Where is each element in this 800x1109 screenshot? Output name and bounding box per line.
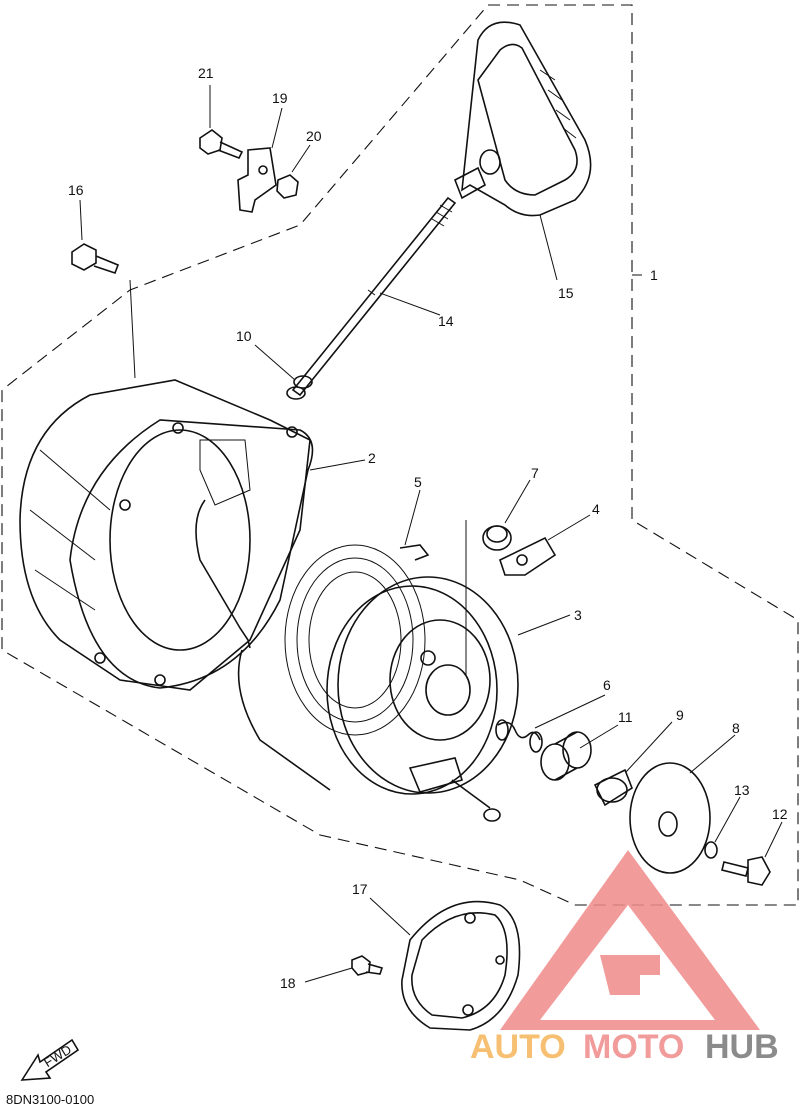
washer-13 [704, 841, 718, 859]
bolt-21 [199, 129, 244, 160]
callout-7: 7 [531, 465, 539, 481]
pulley-3 [326, 520, 519, 822]
callout-8: 8 [732, 720, 740, 736]
callout-21: 21 [198, 65, 214, 81]
drawing-code: 8DN3100-0100 [6, 1092, 94, 1107]
callout-14: 14 [438, 313, 454, 329]
callout-15: 15 [558, 285, 574, 301]
nut-20 [276, 174, 299, 199]
pawl-4 [499, 536, 557, 576]
clip-9 [593, 768, 633, 807]
starter-rope [291, 196, 457, 397]
callout-12: 12 [772, 806, 788, 822]
watermark-triangle-icon [500, 850, 760, 1030]
callout-10: 10 [236, 328, 252, 344]
callout-9: 9 [676, 707, 684, 723]
watermark-text-auto: AUTO [470, 1028, 566, 1066]
callout-17: 17 [352, 881, 368, 897]
spring-5 [284, 544, 430, 736]
callout-13: 13 [734, 782, 750, 798]
cover-17 [401, 900, 521, 1031]
callout-16: 16 [68, 182, 84, 198]
spring-7 [482, 525, 512, 551]
callout-11: 11 [618, 709, 633, 725]
bolt-12 [721, 856, 771, 886]
callout-19: 19 [272, 90, 288, 106]
callout-20: 20 [306, 128, 322, 144]
callout-4: 4 [592, 501, 600, 517]
assembly-boundary-outline [1, 4, 799, 906]
starter-case [19, 379, 331, 791]
callout-2: 2 [368, 450, 376, 466]
fwd-arrow-icon: FWD [20, 1038, 80, 1081]
callout-1: 1 [650, 267, 658, 283]
bolt-16 [71, 243, 136, 379]
drive-plate-8 [629, 762, 711, 874]
watermark-text-hub: HUB [705, 1028, 779, 1066]
callout-labels: 1 2 3 4 5 6 7 8 9 10 11 12 13 14 15 16 1… [68, 65, 788, 991]
watermark-logo: AUTO MOTO HUB [470, 850, 779, 1066]
watermark-text-moto: MOTO [583, 1028, 684, 1066]
starter-handle [453, 21, 592, 217]
collar-11 [540, 731, 592, 781]
screw-18 [351, 955, 384, 976]
fwd-label: FWD [41, 1042, 74, 1070]
spring-6 [495, 719, 543, 753]
callout-18: 18 [280, 975, 296, 991]
rope-grommet [286, 375, 313, 400]
callout-6: 6 [603, 677, 611, 693]
callout-5: 5 [414, 474, 422, 490]
bracket-19 [237, 147, 277, 213]
callout-3: 3 [574, 607, 582, 623]
callout-leaders [79, 85, 783, 983]
